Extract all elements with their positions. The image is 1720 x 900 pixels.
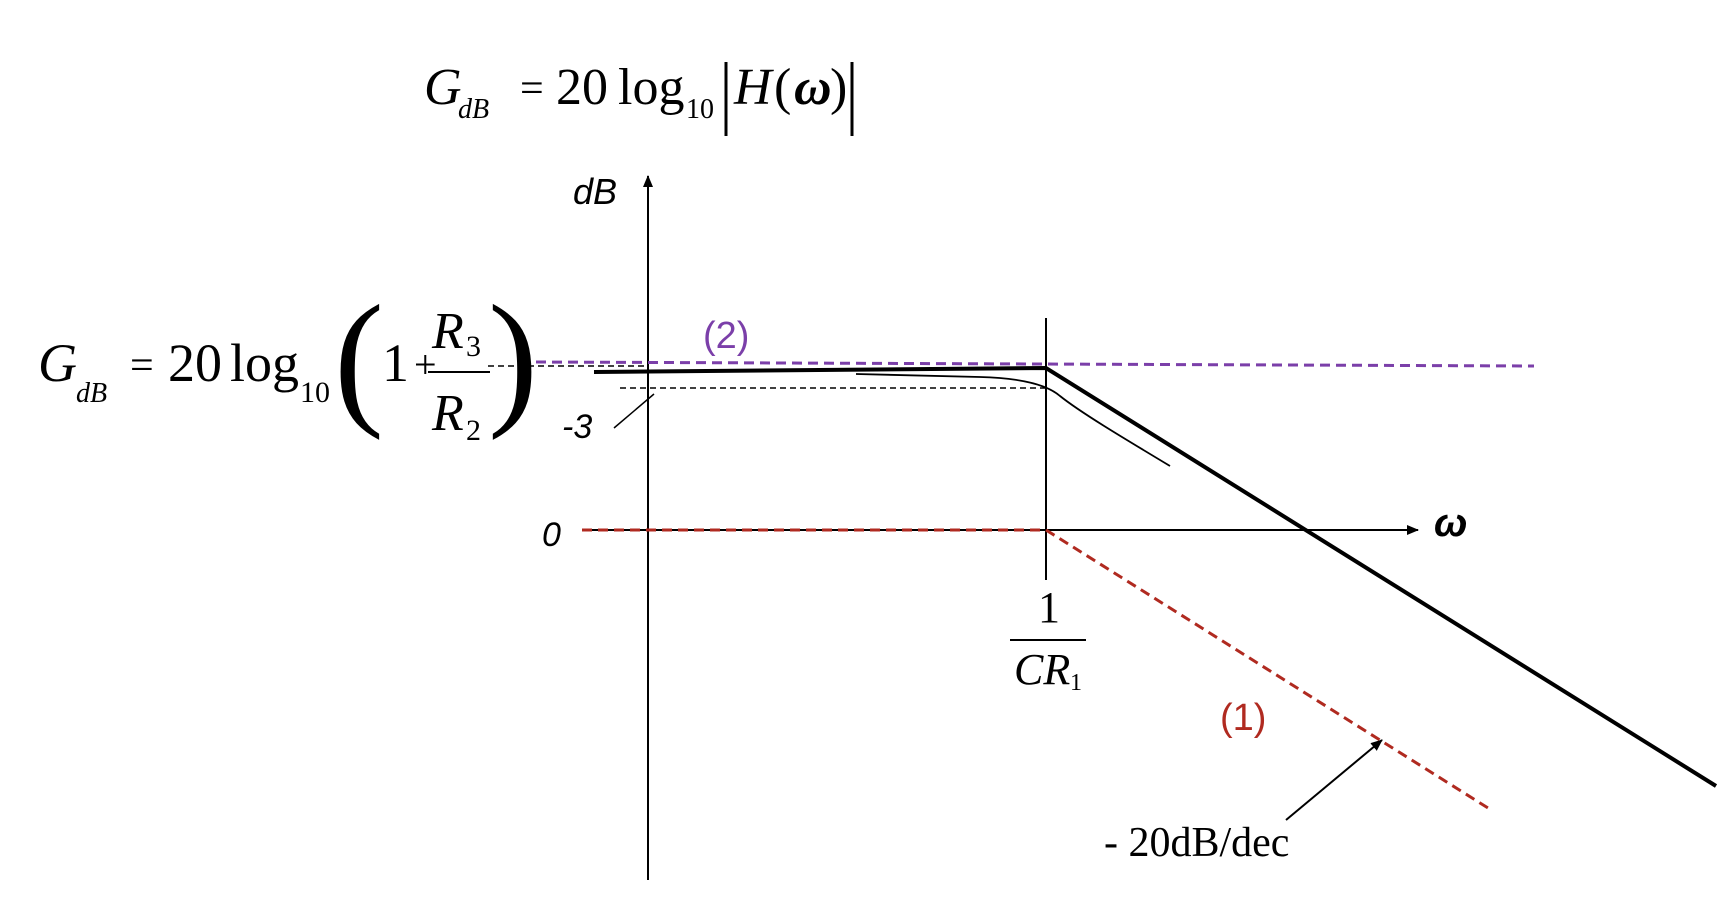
curve-1-label: (1) bbox=[1220, 697, 1266, 739]
formula-side-equals: = bbox=[130, 343, 154, 389]
formula-side-paren-close: ) bbox=[488, 275, 538, 441]
corner-frequency-label: 1 CR 1 bbox=[1010, 583, 1086, 696]
formula-side-num-sub: 3 bbox=[466, 330, 481, 363]
slope-label: - 20dB/dec bbox=[1104, 820, 1289, 866]
minus-3db-pointer bbox=[613, 393, 655, 429]
formula-top-g: G bbox=[424, 59, 462, 116]
corner-frequency-denominator-sub: 1 bbox=[1070, 670, 1082, 696]
total-response-actual bbox=[855, 373, 1171, 467]
formula-side-den: R bbox=[431, 385, 464, 442]
formula-side-one: 1 bbox=[382, 333, 409, 393]
corner-frequency-numerator: 1 bbox=[1038, 583, 1060, 632]
slope-pointer-arrow bbox=[1285, 739, 1383, 821]
formula-top-open-paren: ( bbox=[774, 59, 791, 116]
formula-side-plus: + bbox=[414, 342, 437, 387]
formula-side-log-sub: 10 bbox=[300, 376, 330, 409]
curve-2-asymptote bbox=[535, 360, 1535, 368]
formula-side-coef: 20 bbox=[168, 333, 222, 393]
formula-top-omega: ω bbox=[794, 59, 832, 116]
formula-side-den-sub: 2 bbox=[466, 414, 481, 447]
formula-side-g: G bbox=[38, 333, 77, 393]
curve-1-response bbox=[582, 528, 1489, 810]
formula-top-h: H bbox=[733, 59, 774, 116]
formula-top-g-sub: dB bbox=[458, 94, 489, 125]
gain-definition-formula: G dB = 20 log 10 H ( ω ) bbox=[424, 59, 854, 136]
formula-side-log: log bbox=[230, 333, 299, 393]
formula-side-paren-open: ( bbox=[334, 275, 384, 441]
formula-top-equals: = bbox=[520, 66, 544, 112]
curve-2-label: (2) bbox=[703, 315, 749, 357]
y-axis-label: dB bbox=[573, 171, 617, 212]
total-response-asymptote bbox=[593, 365, 1718, 788]
zero-db-label: 0 bbox=[542, 516, 561, 554]
corner-frequency-denominator: CR bbox=[1014, 645, 1070, 694]
minus-3db-label: -3 bbox=[562, 408, 592, 446]
formula-top-log-sub: 10 bbox=[686, 94, 714, 125]
passband-gain-formula: G dB = 20 log 10 ( 1 + R 3 R 2 ) bbox=[38, 275, 538, 447]
formula-side-num: R bbox=[431, 303, 464, 360]
formula-top-log: log bbox=[618, 59, 684, 116]
formula-side-g-sub: dB bbox=[76, 378, 107, 409]
formula-top-close-paren: ) bbox=[830, 59, 847, 116]
formula-top-coef: 20 bbox=[556, 59, 608, 116]
x-axis-label: ω bbox=[1434, 501, 1467, 545]
axes bbox=[582, 175, 1419, 880]
